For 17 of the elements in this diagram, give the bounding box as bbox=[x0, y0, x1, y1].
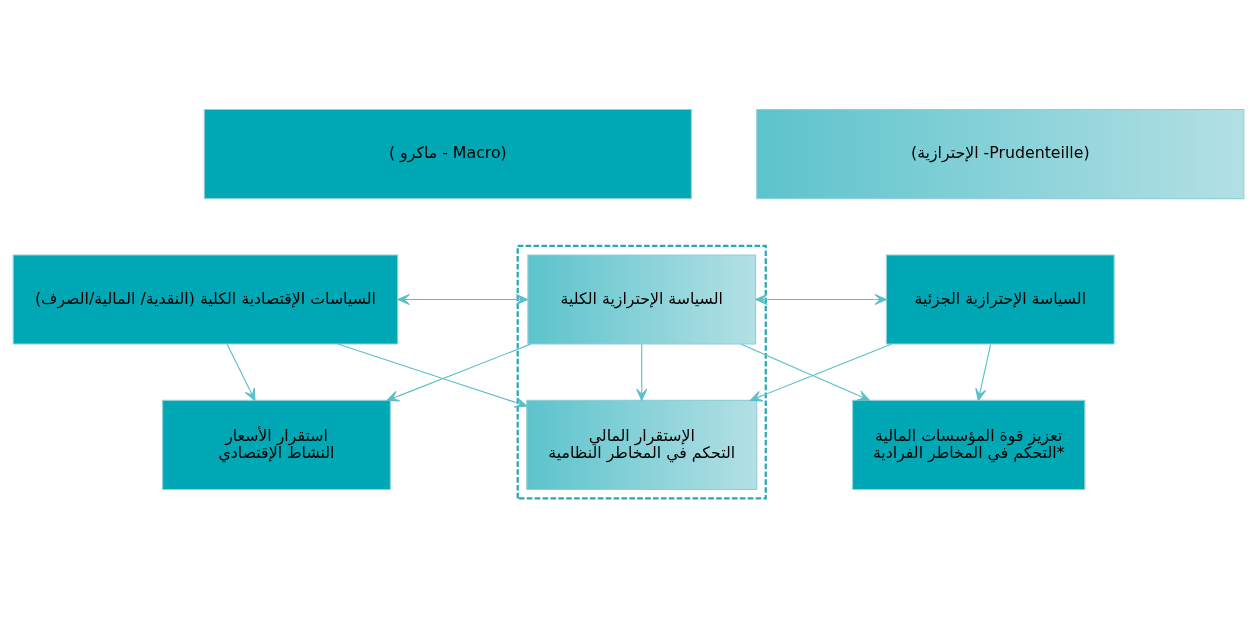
node-box: السياسات الإقتصادية الكلية (النقدية/ المالية/الصرف) bbox=[12, 254, 399, 345]
node-box: استقرار الأسعار النشاط الإقتصادي bbox=[162, 399, 391, 490]
node-box: (الإحترازية -Prudenteille) bbox=[756, 108, 1245, 200]
node-box: تعزيز قوة المؤسسات المالية التحكم في المخاطر الفرادية* bbox=[852, 399, 1086, 490]
node-box: السياسة الإحترازية الكلية bbox=[527, 254, 757, 345]
arrow bbox=[636, 343, 648, 401]
arrow bbox=[386, 343, 532, 402]
arrow bbox=[337, 343, 528, 408]
arrow bbox=[397, 293, 529, 306]
node-box: الإستقرار المالي التحكم في المخاطر النظامية bbox=[526, 399, 758, 490]
arrow bbox=[226, 343, 256, 401]
arrow bbox=[740, 343, 870, 401]
arrow bbox=[755, 293, 887, 306]
node-box: ( ماكرو - Macro) bbox=[203, 108, 692, 200]
arrow bbox=[750, 343, 892, 402]
node-box: السياسة الإحترازية الجزئية bbox=[885, 254, 1115, 345]
arrow bbox=[975, 343, 992, 401]
